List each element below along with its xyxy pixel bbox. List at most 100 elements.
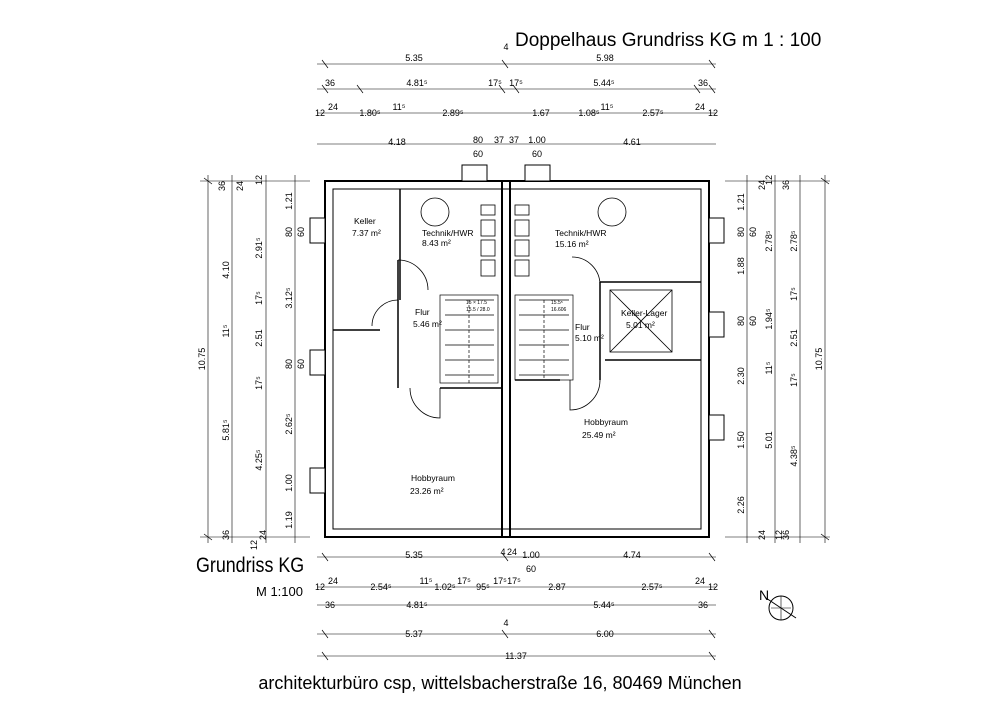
dimension-label: 11⁵	[600, 102, 613, 112]
dimension-label: 24	[695, 576, 705, 586]
dimension-label: 24	[328, 102, 338, 112]
door-swings	[371, 256, 601, 419]
dimension-label: 95⁵	[476, 582, 490, 592]
dimension-ticks	[203, 59, 830, 661]
dimension-label: 1.00	[284, 474, 294, 492]
dimension-label: 36	[781, 180, 791, 190]
room-area: 5.10 m²	[575, 333, 604, 343]
dimension-label: 3.12⁵	[284, 287, 294, 309]
dimension-label: 36	[698, 78, 708, 88]
dimension-label: 5.35	[405, 53, 423, 63]
dimension-label: 80	[284, 359, 294, 369]
dimension-label: 4.81⁵	[406, 78, 428, 88]
dimension-label: 1.21	[284, 192, 294, 210]
plan-scale: M 1:100	[256, 584, 303, 599]
dimension-label: 10.75	[197, 348, 207, 371]
building-walls	[324, 180, 710, 538]
dimension-label: 2.57⁵	[641, 582, 663, 592]
dimension-label: 10.75	[814, 348, 824, 371]
dimension-label: 36	[781, 530, 791, 540]
dimension-label: 12	[708, 582, 718, 592]
dimension-label: 60	[473, 149, 483, 159]
room-area: 8.43 m²	[422, 238, 451, 248]
dimension-label: 37	[494, 135, 504, 145]
footer-address: architekturbüro csp, wittelsbacherstraße…	[258, 673, 742, 693]
dimension-label: 2.54⁵	[370, 582, 392, 592]
dimension-label: 17⁵	[254, 376, 264, 390]
dimension-label: 2.57⁵	[642, 108, 664, 118]
room-labels: Keller 7.37 m² Technik/HWR 8.43 m² Techn…	[352, 216, 667, 496]
dimension-label: 24	[757, 530, 767, 540]
dimension-label: 5.81⁵	[221, 419, 231, 441]
dimension-label: 60	[526, 564, 536, 574]
dimension-label: 24	[507, 547, 517, 557]
dimension-label: 2.51	[789, 329, 799, 347]
page-title: Doppelhaus Grundriss KG m 1 : 100	[515, 30, 822, 51]
dimension-label: 12	[774, 530, 784, 540]
dimension-label: 17⁵	[509, 78, 523, 88]
dimension-label: 80	[736, 227, 746, 237]
dimension-label: 17⁵	[493, 576, 507, 586]
room-name: Flur	[415, 307, 430, 317]
dimension-label: 4.10	[221, 261, 231, 279]
dimension-label: 11⁵	[392, 102, 405, 112]
dimension-label: 17⁵	[488, 78, 502, 88]
plan-title: Grundriss KG	[196, 554, 305, 577]
room-name: Technik/HWR	[422, 228, 473, 238]
dimension-lines	[200, 63, 830, 657]
room-area: 5.01 m²	[626, 320, 655, 330]
dimension-label: 37	[509, 135, 519, 145]
dimension-label: 24	[695, 102, 705, 112]
windows	[309, 164, 725, 494]
dimension-label: 24	[258, 530, 268, 540]
dimension-label: 11⁵	[419, 576, 432, 586]
dimension-label: 4.61	[623, 137, 641, 147]
room-name: Keller-Lager	[621, 308, 667, 318]
dimension-label: 2.62⁵	[284, 413, 294, 435]
dimension-label: 1.50	[736, 431, 746, 449]
dimension-label: 4.38⁵	[789, 445, 799, 467]
room-area: 23.26 m²	[410, 486, 444, 496]
dimension-label: 5.44⁵	[593, 600, 615, 610]
dimension-label: 5.37	[405, 629, 423, 639]
room-area: 25.49 m²	[582, 430, 616, 440]
staircases	[439, 294, 574, 384]
dimension-label: 80	[284, 227, 294, 237]
room-name: Hobbyraum	[584, 417, 628, 427]
stair-notes: 15 × 17.5 15.5 / 28.0 15.5⁵ 16.606	[466, 300, 567, 313]
dimension-label: 4	[503, 42, 508, 52]
dimension-label: 1.00	[522, 550, 540, 560]
dimension-label: 12	[764, 175, 774, 185]
dimension-label: 1.08⁵	[578, 108, 600, 118]
dimension-label: 12	[249, 540, 259, 550]
room-name: Flur	[575, 322, 590, 332]
dimension-label: 11⁵	[221, 324, 231, 337]
dimension-label: 17⁵	[457, 576, 471, 586]
dimension-label: 11.37	[505, 651, 527, 661]
north-arrow-icon	[765, 595, 797, 621]
dimension-label: 24	[235, 181, 245, 191]
dimension-label: 36	[221, 530, 231, 540]
dimension-label: 2.89⁵	[442, 108, 464, 118]
dimension-label: 2.51	[254, 329, 264, 347]
svg-text:15.5 / 28.0: 15.5 / 28.0	[466, 307, 490, 313]
dimension-label: 5.98	[596, 53, 614, 63]
dimension-label: 4.18	[388, 137, 406, 147]
dimension-label: 60	[748, 316, 758, 326]
svg-text:15.5⁵: 15.5⁵	[551, 300, 563, 306]
dimension-label: 11⁵	[764, 361, 774, 374]
dimension-label: 60	[296, 227, 306, 237]
dimension-label: 6.00	[596, 629, 614, 639]
dimension-label: 80	[736, 316, 746, 326]
dimension-label: 60	[296, 359, 306, 369]
dimension-label: 17⁵	[507, 576, 521, 586]
dimension-label: 36	[325, 600, 335, 610]
room-name: Technik/HWR	[555, 228, 606, 238]
dimension-label: 4	[503, 618, 508, 628]
room-area: 15.16 m²	[555, 239, 589, 249]
dimension-label: 4.74	[623, 550, 641, 560]
dimension-label: 2.78⁵	[764, 230, 774, 252]
dimension-label: 2.91⁵	[254, 237, 264, 259]
dimension-label: 1.80⁵	[359, 108, 381, 118]
